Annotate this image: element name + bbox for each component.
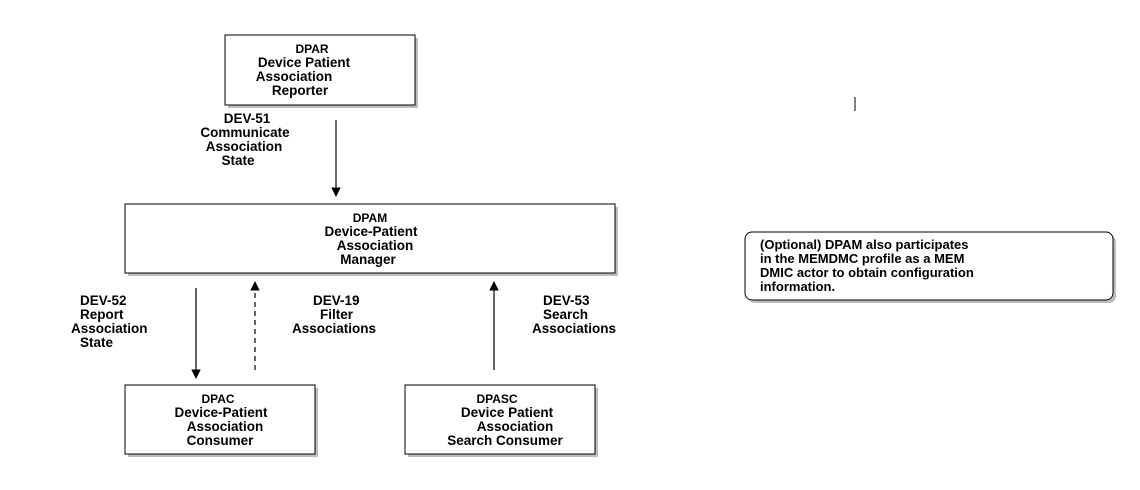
actor-dpasc-abbr: DPASC: [476, 392, 517, 406]
transaction-dev-53-code: DEV-53: [543, 293, 590, 308]
actor-dpac-abbr: DPAC: [201, 392, 234, 406]
actor-dpac: DPAC Device-Patient Association Consumer: [124, 384, 318, 457]
actor-dpar-line-1: Device Patient: [258, 55, 351, 70]
actor-dpam-line-2: Association: [337, 238, 414, 253]
actor-dpam-line-3: Manager: [340, 252, 396, 267]
note-line-2: in the MEMDMC profile as a MEM: [760, 251, 964, 266]
transaction-dev-52-line-2: Association: [71, 321, 148, 336]
transaction-dev-53-line-1: Search: [543, 307, 588, 322]
actor-dpam-line-1: Device-Patient: [324, 224, 418, 239]
actor-dpasc-line-3: Search Consumer: [447, 433, 563, 448]
transaction-dev-51-line-1: Communicate: [200, 125, 290, 140]
transaction-dev-19-line-1: Filter: [320, 307, 354, 322]
actor-dpasc-line-2: Association: [477, 419, 554, 434]
note-optional-memdmc: (Optional) DPAM also participates in the…: [744, 231, 1116, 303]
actor-dpasc-line-1: Device Patient: [461, 405, 554, 420]
actor-dpam: DPAM Device-Patient Association Manager: [124, 203, 618, 276]
actor-dpac-line-1: Device-Patient: [174, 405, 268, 420]
actor-dpam-abbr: DPAM: [353, 211, 387, 225]
transaction-dev-19-code: DEV-19: [313, 293, 360, 308]
transaction-dev-51: DEV-51 Communicate Association State: [200, 111, 290, 168]
note-line-1: (Optional) DPAM also participates: [760, 237, 969, 252]
note-line-3: DMIC actor to obtain configuration: [760, 265, 974, 280]
actor-dpac-line-2: Association: [187, 419, 264, 434]
actor-dpar: DPAR Device Patient Association Reporter: [224, 34, 418, 108]
transaction-dev-51-line-2: Association: [206, 139, 283, 154]
actor-dpar-line-3: Reporter: [272, 83, 329, 98]
transaction-dev-51-line-3: State: [221, 153, 255, 168]
actor-dpasc: DPASC Device Patient Association Search …: [404, 384, 598, 457]
transaction-dev-52-code: DEV-52: [80, 293, 127, 308]
note-line-4: information.: [760, 279, 835, 294]
transaction-dev-51-code: DEV-51: [224, 111, 271, 126]
actor-dpac-line-3: Consumer: [187, 433, 255, 448]
transaction-dev-53-line-2: Associations: [532, 321, 616, 336]
transaction-dev-52-line-1: Report: [80, 307, 124, 322]
transaction-dev-52: DEV-52 Report Association State: [71, 293, 148, 350]
transaction-dev-19: DEV-19 Filter Associations: [292, 293, 376, 336]
transaction-dev-52-line-3: State: [80, 335, 114, 350]
actor-dpar-line-2: Association: [256, 69, 333, 84]
transaction-dev-19-line-2: Associations: [292, 321, 376, 336]
actor-dpar-abbr: DPAR: [295, 42, 328, 56]
transaction-dev-53: DEV-53 Search Associations: [532, 293, 616, 336]
